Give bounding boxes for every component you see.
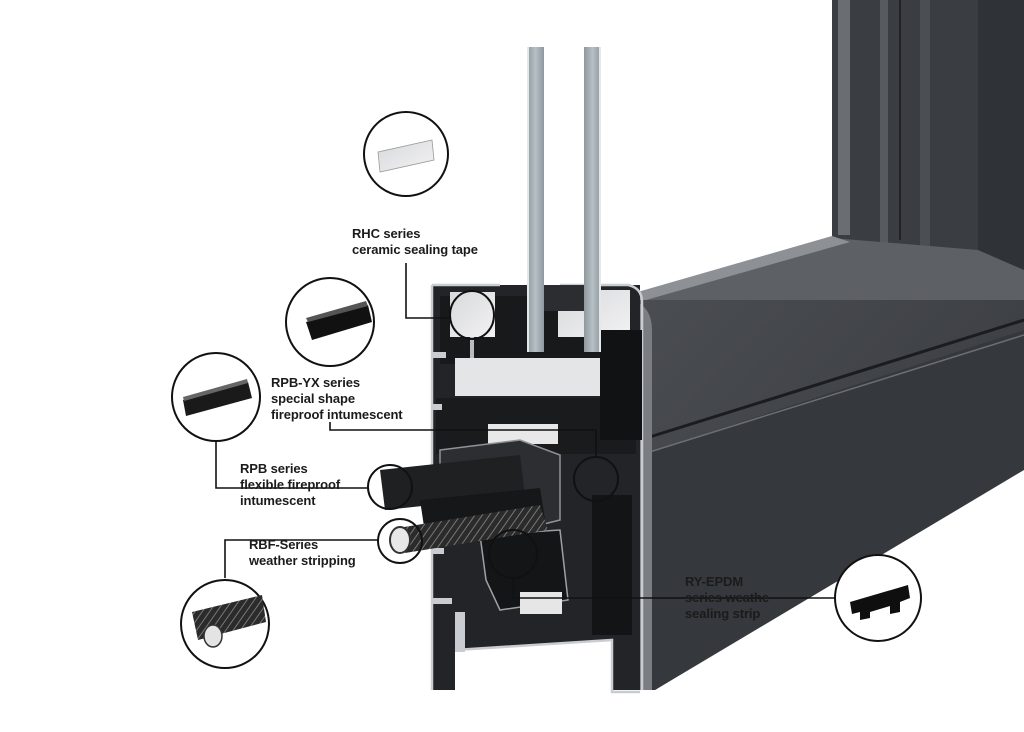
- profile-cross-section: [380, 283, 644, 694]
- special-shape-strip-icon: [306, 305, 372, 340]
- glass-pane-left-edge: [527, 47, 529, 352]
- flexible-strip-icon-top: [183, 379, 248, 401]
- ring-rpb: [367, 464, 413, 510]
- flange-5: [455, 612, 465, 652]
- ring-rbf: [377, 518, 423, 564]
- window-frame: [610, 0, 1024, 690]
- callout-rpb: RPB series flexible fireproof intumescen…: [240, 461, 341, 508]
- ceramic-tape-icon: [377, 139, 435, 173]
- leader-ry-epdm: [512, 578, 835, 599]
- glass-pane-right: [584, 47, 601, 352]
- lower-ceramic: [520, 592, 562, 614]
- flange-1: [432, 352, 446, 358]
- vertical-frame-inner: [832, 0, 978, 255]
- detail-rpb-yx: [285, 277, 375, 367]
- callout-ry-epdm: RY-EPDM series weathe sealing strip: [685, 574, 769, 621]
- leader-lines: [215, 263, 835, 599]
- frame-inner-edge-3: [920, 0, 930, 250]
- epdm-strip-icon: [850, 585, 910, 620]
- face-groove-1: [639, 318, 1024, 442]
- callout-rbf: RBF-Series weather stripping: [249, 537, 356, 568]
- face-groove-2: [639, 334, 1024, 456]
- flange-3: [432, 548, 444, 554]
- mid-ceramic-strip: [488, 424, 558, 444]
- glass-pane-right-edge: [599, 47, 601, 352]
- detail-ry-epdm: [834, 554, 922, 642]
- braided-strip-icon-end: [203, 624, 223, 648]
- leader-rpb: [215, 440, 368, 489]
- glass-pane-left: [527, 47, 544, 352]
- mid-intumescent-right: [600, 330, 642, 440]
- frame-outer-face-lower: [640, 330, 1024, 690]
- special-shape-strip-icon-top: [306, 301, 368, 322]
- callout-rhc: RHC series ceramic sealing tape: [352, 226, 478, 257]
- profile-bottom-outline: [454, 638, 640, 694]
- frame-inner-edge: [838, 0, 850, 235]
- frame-inner-edge-2: [880, 0, 888, 245]
- ring-rhc: [449, 290, 495, 340]
- leader-rbf: [224, 539, 378, 578]
- ceramic-block-left: [450, 292, 495, 337]
- detail-rhc: [363, 111, 449, 197]
- detail-rbf: [180, 579, 270, 669]
- frame-front-bevel: [620, 298, 652, 690]
- glazing: [527, 47, 601, 352]
- glass-spacer: [544, 285, 584, 311]
- lower-chamber: [592, 495, 632, 635]
- leader-rpb-yx: [329, 422, 597, 457]
- rbf-braid-extrusion: [398, 505, 548, 553]
- glass-setting-block: [455, 358, 605, 396]
- flexible-strip-icon: [183, 382, 252, 416]
- callout-rpb-yx: RPB-YX series special shape fireproof in…: [271, 375, 403, 422]
- flange-4: [432, 598, 452, 604]
- rbf-braid-end: [389, 526, 411, 554]
- frame-top-rail-light: [610, 236, 850, 306]
- leader-rhc: [405, 263, 450, 319]
- flange-2: [432, 404, 442, 410]
- detail-rpb: [171, 352, 261, 442]
